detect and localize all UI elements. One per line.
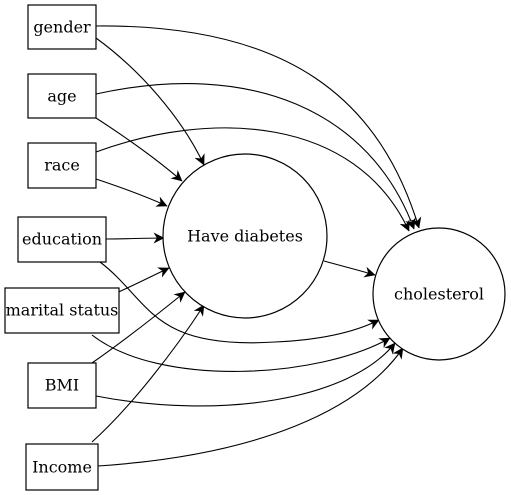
- node-label-gender: gender: [33, 18, 91, 37]
- node-label-education: education: [22, 230, 102, 249]
- edge-have-diabetes-to-cholesterol: [323, 260, 376, 278]
- edge-education-to-cholesterol: [99, 261, 380, 344]
- node-label-bmi: BMI: [45, 376, 79, 395]
- edge-income-to-cholesterol: [97, 347, 404, 467]
- edge-marital-status-to-cholesterol: [91, 334, 391, 372]
- node-education: education: [17, 216, 107, 263]
- node-label-income: Income: [32, 458, 92, 477]
- node-gender: gender: [27, 4, 97, 50]
- edge-gender-to-have-diabetes: [95, 37, 205, 166]
- node-have-diabetes: Have diabetes: [162, 153, 328, 319]
- nodes: gender age race education marital status…: [4, 4, 506, 491]
- node-label-marital-status: marital status: [6, 301, 119, 320]
- edge-marital-status-to-have-diabetes: [111, 267, 170, 296]
- edge-bmi-to-have-diabetes: [91, 291, 186, 364]
- node-label-age: age: [47, 87, 76, 106]
- edge-age-to-cholesterol: [95, 83, 416, 230]
- edge-age-to-have-diabetes: [95, 117, 183, 182]
- node-race: race: [27, 142, 97, 189]
- node-age: age: [27, 73, 97, 119]
- edge-gender-to-cholesterol: [95, 25, 422, 229]
- edge-bmi-to-cholesterol: [95, 342, 396, 407]
- node-label-race: race: [44, 156, 80, 175]
- node-label-have-diabetes: Have diabetes: [187, 227, 303, 246]
- edge-education-to-have-diabetes: [105, 232, 165, 244]
- node-marital-status: marital status: [4, 287, 120, 334]
- edge-income-to-have-diabetes: [91, 304, 205, 443]
- node-income: Income: [25, 443, 99, 491]
- node-bmi: BMI: [27, 362, 97, 409]
- edge-race-to-have-diabetes: [95, 178, 168, 207]
- node-cholesterol: cholesterol: [372, 227, 506, 361]
- edges: [91, 25, 422, 467]
- node-label-cholesterol: cholesterol: [394, 285, 484, 304]
- edge-race-to-cholesterol: [95, 127, 410, 232]
